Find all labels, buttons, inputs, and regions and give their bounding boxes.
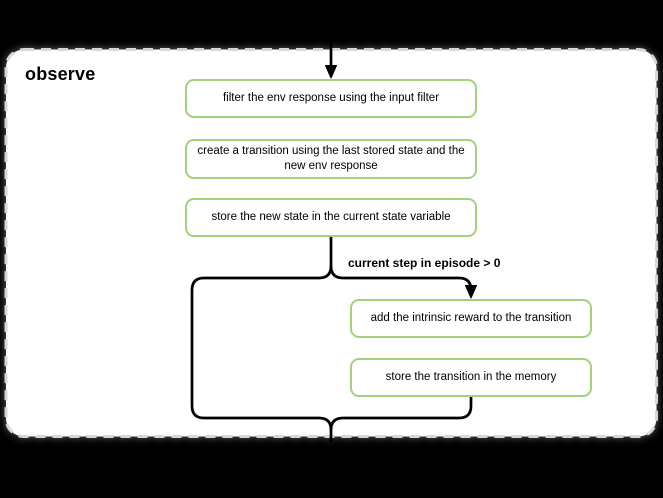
- node-create-transition: create a transition using the last store…: [185, 139, 477, 179]
- node-store-transition: store the transition in the memory: [350, 358, 592, 397]
- node-label: store the new state in the current state…: [211, 211, 451, 224]
- node-label: store the transition in the memory: [385, 371, 557, 384]
- node-label: add the intrinsic reward to the transiti…: [370, 312, 572, 325]
- node-label: create a transition using the last store…: [197, 145, 465, 172]
- skip-branch-edge: [190, 237, 333, 442]
- node-filter-env-response: filter the env response using the input …: [185, 79, 477, 118]
- condition-branch-edge: [329, 265, 473, 291]
- entry-arrowhead-icon: [325, 65, 337, 79]
- merge-edge: [329, 396, 473, 431]
- condition-arrowhead-icon: [465, 285, 477, 299]
- group-title: observe: [25, 64, 96, 84]
- node-add-intrinsic-reward: add the intrinsic reward to the transiti…: [350, 299, 592, 338]
- condition-label: current step in episode > 0: [348, 256, 501, 270]
- node-label: filter the env response using the input …: [222, 92, 440, 105]
- node-store-new-state: store the new state in the current state…: [185, 198, 477, 237]
